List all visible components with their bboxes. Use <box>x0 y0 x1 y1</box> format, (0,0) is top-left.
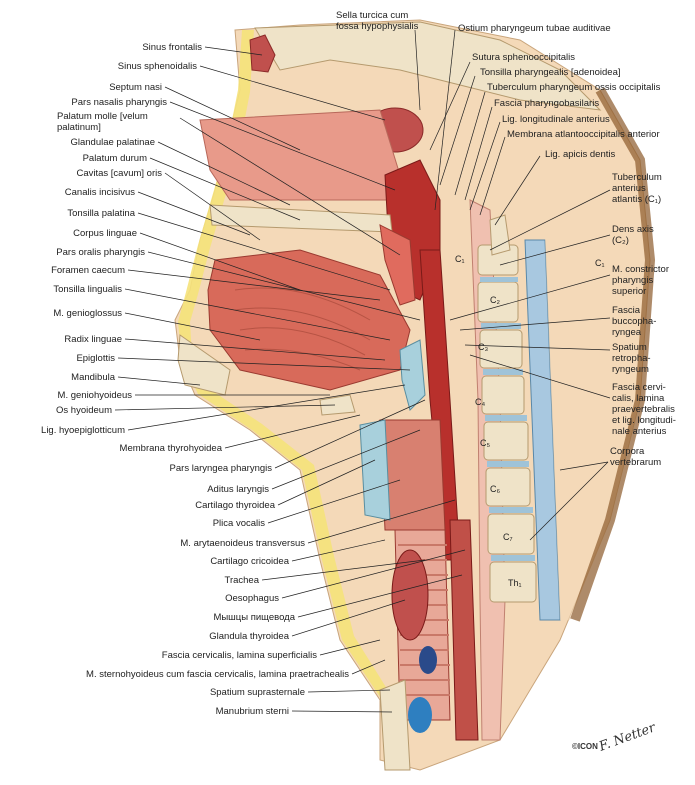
label-manubrium-sterni: Manubrium sterni <box>215 706 289 717</box>
label-tuberculum-anterius-atlantis: Tuberculum anterius atlantis (C₁) <box>612 172 662 205</box>
label-tonsilla-pharyngealis: Tonsilla pharyngealis [adenoidea] <box>480 67 621 78</box>
label-epiglottis: Epiglottis <box>76 353 115 364</box>
label-glandulae-palatinae: Glandulae palatinae <box>70 137 155 148</box>
label-lig-hyoepiglotticum: Lig. hyoepiglotticum <box>41 425 125 436</box>
vertebral-column <box>477 244 537 603</box>
label-palatum-molle: Palatum molle [velum palatinum] <box>57 111 148 133</box>
label-fascia-pharyngobasilaris: Fascia pharyngobasilaris <box>494 98 600 109</box>
label-pars-nasalis-pharyngis: Pars nasalis pharyngis <box>71 97 167 108</box>
label-vertebra-c5: C₅ <box>480 438 491 448</box>
epiglottis <box>399 339 426 411</box>
nasal-septum <box>199 109 401 201</box>
label-vertebra-th1: Th₁ <box>508 578 522 588</box>
label-cartilago-thyroidea: Cartilago thyroidea <box>195 500 275 511</box>
tongue <box>207 249 411 391</box>
label-corpus-linguae: Corpus linguae <box>73 228 137 239</box>
label-vertebra-c1-anterior: C₁ <box>455 254 465 264</box>
brachiocephalic-artery <box>408 697 432 733</box>
label-trachea: Trachea <box>224 575 260 586</box>
label-sinus-sphenoidalis: Sinus sphenoidalis <box>117 61 197 72</box>
label-plica-vocalis: Plica vocalis <box>212 518 265 529</box>
skin-back-edge <box>570 87 656 622</box>
frontal-sinus <box>249 34 276 73</box>
posterior-neck <box>545 150 640 620</box>
label-vertebra-c4: C₄ <box>475 397 486 407</box>
brachiocephalic-vein <box>419 646 437 674</box>
label-radix-linguae: Radix linguae <box>64 334 122 345</box>
label-dens-axis: Dens axis (C₂) <box>612 224 654 246</box>
label-membrana-atlantooccipitalis: Membrana atlantooccipitalis anterior <box>507 129 660 140</box>
label-vertebra-c6: C₆ <box>490 484 501 494</box>
label-septum-nasi: Septum nasi <box>109 82 162 93</box>
label-spatium-suprasternale: Spatium suprasternale <box>209 687 305 698</box>
label-aditus-laryngis: Aditus laryngis <box>207 484 269 495</box>
leader-lines <box>114 29 611 713</box>
label-m-genioglossus: M. genioglossus <box>53 308 122 319</box>
label-corpora-vertebrarum: Corpora vertebrarum <box>610 446 662 468</box>
label-vertebra-c1-posterior: C₁ <box>595 258 605 268</box>
label-esophagus-muscles: Мышцы пищевода <box>213 612 295 623</box>
label-cartilago-cricoidea: Cartilago cricoidea <box>210 556 289 567</box>
intervertebral-discs <box>480 277 535 561</box>
label-fascia-buccopharyngea: Fascia buccopha- ryngea <box>612 305 657 338</box>
label-os-hyoideum: Os hyoideum <box>56 405 112 416</box>
label-glandula-thyroidea: Glandula thyroidea <box>209 631 289 642</box>
label-cavitas-oris: Cavitas [cavum] oris <box>76 168 162 179</box>
label-tonsilla-lingualis: Tonsilla lingualis <box>53 284 122 295</box>
label-m-geniohyoideus: M. geniohyoideus <box>57 390 132 401</box>
label-sinus-frontalis: Sinus frontalis <box>142 42 202 53</box>
label-fascia-cervicalis-praevertebralis: Fascia cervi- calis, lamina praevertebra… <box>612 382 676 437</box>
mandible <box>177 334 231 396</box>
skull-bone <box>254 21 602 111</box>
label-vertebra-c7: C₇ <box>503 532 513 542</box>
label-pars-oralis-pharyngis: Pars oralis pharyngis <box>56 247 145 258</box>
label-foramen-caecum: Foramen caecum <box>51 265 125 276</box>
label-sella-turcica: Sella turcica cum fossa hypophysialis <box>336 10 419 32</box>
manubrium <box>379 679 411 771</box>
hyoid-bone <box>319 394 356 416</box>
label-m-sternohyoideus: M. sternohyoideus cum fascia cervicalis,… <box>86 669 349 680</box>
publisher-logo: ©ICON <box>572 742 598 751</box>
thyroid-gland <box>391 549 429 641</box>
label-vertebra-c2: C₂ <box>490 295 500 305</box>
soft-palate <box>379 224 416 306</box>
label-tuberculum-pharyngeum: Tuberculum pharyngeum ossis occipitalis <box>487 82 661 93</box>
label-fascia-cervicalis-superficialis: Fascia cervicalis, lamina superficialis <box>161 650 317 661</box>
label-tonsilla-palatina: Tonsilla palatina <box>67 208 135 219</box>
label-m-constrictor-pharyngis: M. constrictor pharyngis superior <box>612 264 670 297</box>
label-sutura-sphenooccipitalis: Sutura sphenooccipitalis <box>472 52 575 63</box>
oesophagus <box>449 519 479 741</box>
label-vertebra-c3: C₃ <box>478 342 489 352</box>
label-spatium-retropharyngeum: Spatium retropha- ryngeum <box>612 342 651 375</box>
label-lig-longitudinale-anterius: Lig. longitudinale anterius <box>502 114 610 125</box>
label-pars-laryngea-pharyngis: Pars laryngea pharyngis <box>169 463 272 474</box>
label-lig-apicis-dentis: Lig. apicis dentis <box>545 149 616 160</box>
label-m-arytaenoideus-transversus: M. arytaenoideus transversus <box>180 538 305 549</box>
label-canalis-incisivus: Canalis incisivus <box>64 187 135 198</box>
label-oesophagus: Oesophagus <box>225 593 279 604</box>
thyroid-cartilage <box>359 419 391 521</box>
label-ostium-pharyngeum: Ostium pharyngeum tubae auditivae <box>458 23 611 34</box>
label-membrana-thyrohyoidea: Membrana thyrohyoidea <box>119 443 222 454</box>
label-palatum-durum: Palatum durum <box>82 153 147 164</box>
tongue-fibers <box>234 287 371 371</box>
label-mandibula: Mandibula <box>71 372 115 383</box>
